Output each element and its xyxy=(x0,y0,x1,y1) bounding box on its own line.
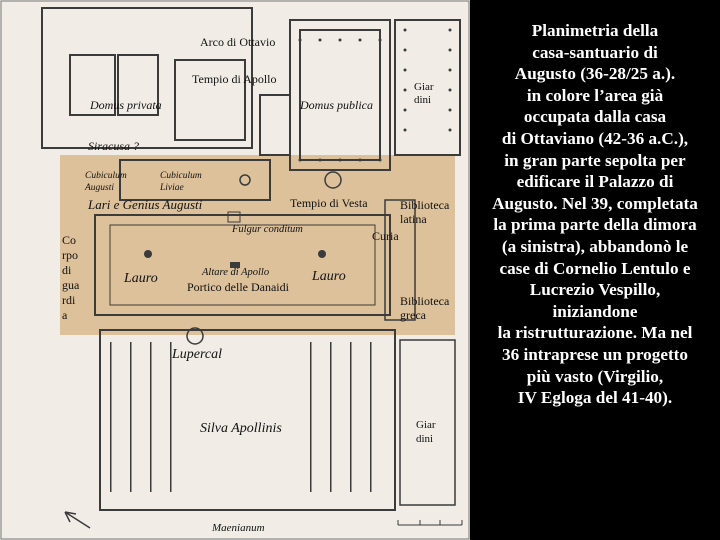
caption-line: di Ottaviano (42-36 a.C.), xyxy=(501,128,689,148)
caption-line: la prima parte della dimora xyxy=(493,215,697,235)
caption-line: Augusto. Nel 39, completata xyxy=(492,193,698,213)
label-giardini-top-2: dini xyxy=(414,94,431,106)
label-domus-publica: Domus publica xyxy=(299,98,373,112)
label-cubiculum-augusti-1: Cubiculum xyxy=(85,171,127,181)
label-giardini-top-1: Giar xyxy=(414,81,434,93)
caption-line: Augusto (36-28/25 a.). xyxy=(514,64,676,84)
label-cubiculum-liviae-1: Cubiculum xyxy=(160,171,202,181)
label-fulgur: Fulgur conditum xyxy=(231,224,303,235)
silva-structure xyxy=(99,327,456,511)
label-tempio-apollo: Tempio di Apollo xyxy=(192,72,277,86)
svg-text:di: di xyxy=(62,263,72,277)
scale-bar xyxy=(397,520,463,526)
label-biblioteca-latina-2: latina xyxy=(400,212,427,226)
svg-text:rpo: rpo xyxy=(62,248,78,262)
label-altare: Altare di Apollo xyxy=(201,267,269,278)
label-giardini-bottom-1: Giar xyxy=(416,419,436,431)
label-maenianum: Maenianum xyxy=(211,522,265,534)
label-giardini-bottom-2: dini xyxy=(416,433,433,445)
label-curia: Curia xyxy=(372,229,399,243)
laurel-markers xyxy=(144,250,326,268)
silva-columns xyxy=(110,342,372,492)
label-siracusa: Siracusa ? xyxy=(88,139,139,153)
caption-line: 36 intraprese un progetto xyxy=(501,344,689,364)
caption-line: iniziandone xyxy=(552,301,638,321)
label-domus-privata: Domus privata xyxy=(89,98,162,112)
caption-line: la ristrutturazione. Ma nel xyxy=(497,323,693,343)
site-plan: Arco di Ottavio Tempio di Apollo Domus p… xyxy=(0,0,470,540)
label-lari: Lari e Genius Augusti xyxy=(87,197,203,212)
caption-line: Planimetria della xyxy=(531,21,659,40)
plan-border xyxy=(0,0,470,540)
svg-text:Co: Co xyxy=(62,233,76,247)
label-biblioteca-latina-1: Biblioteca xyxy=(400,198,450,212)
caption-line: in gran parte sepolta per xyxy=(504,150,686,170)
label-portico: Portico delle Danaidi xyxy=(187,280,290,294)
caption-line: IV Egloga del 41-40). xyxy=(517,388,673,408)
label-cubiculum-liviae-2: Liviae xyxy=(159,183,184,193)
caption-line: Lucrezio Vespillo, xyxy=(529,280,661,300)
label-tempio-vesta: Tempio di Vesta xyxy=(290,196,368,210)
label-arco: Arco di Ottavio xyxy=(200,35,275,49)
label-cubiculum-augusti-2: Augusti xyxy=(84,183,114,193)
svg-text:gua: gua xyxy=(62,278,80,292)
caption-line: (a sinistra), abbandonò le xyxy=(501,236,689,256)
label-lauro-right: Lauro xyxy=(311,269,346,284)
caption: Planimetria della casa-santuario di Augu… xyxy=(470,0,720,540)
label-lauro-left: Lauro xyxy=(123,271,158,286)
label-biblioteca-greca-2: greca xyxy=(400,308,427,322)
portico-structure xyxy=(94,171,416,321)
peristyle-columns xyxy=(298,28,452,162)
label-corpo-di-guardia: Co rpo di gua rdi a xyxy=(62,233,80,322)
caption-line: in colore l’area già xyxy=(526,85,664,105)
svg-text:a: a xyxy=(62,308,68,322)
caption-line: occupata dalla casa xyxy=(523,107,667,127)
svg-text:rdi: rdi xyxy=(62,293,76,307)
caption-line: edificare il Palazzo di xyxy=(516,172,674,192)
caption-line: case di Cornelio Lentulo e xyxy=(499,258,691,278)
north-arrow-icon xyxy=(64,511,91,529)
label-lupercal: Lupercal xyxy=(171,347,222,362)
label-biblioteca-greca-1: Biblioteca xyxy=(400,294,450,308)
caption-line: casa-santuario di xyxy=(532,42,658,62)
caption-line: più vasto (Virgilio, xyxy=(526,366,664,386)
label-silva: Silva Apollinis xyxy=(200,421,282,436)
